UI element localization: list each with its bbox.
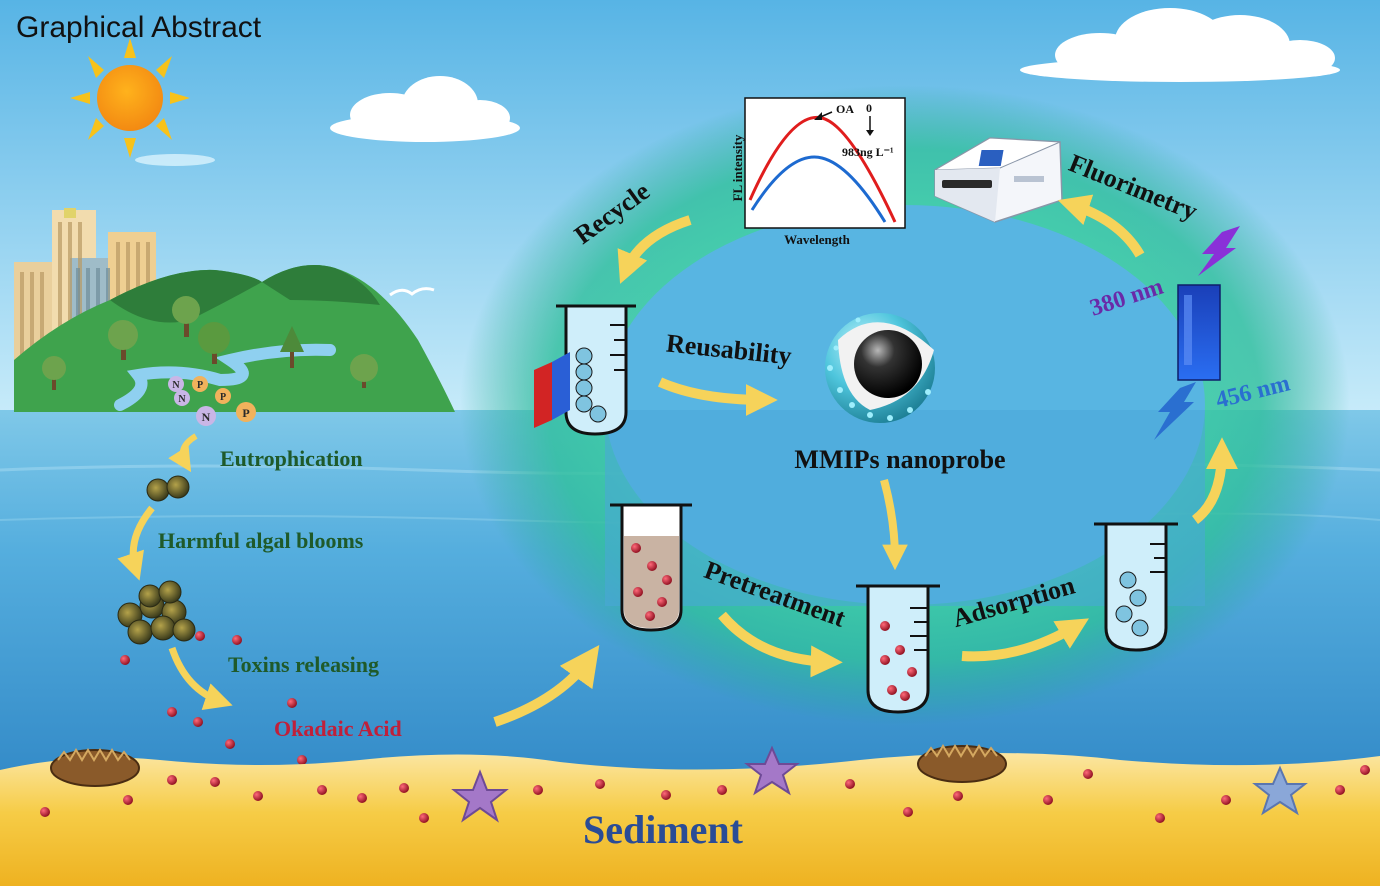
cycle-arrow-adsorption (961, 618, 1089, 662)
concentration-low: 983ng L⁻¹ (842, 145, 894, 159)
seagull-icon (389, 287, 435, 297)
sediment-ground (0, 753, 1380, 886)
sediment-label: Sediment (583, 807, 744, 852)
tree-icon (350, 354, 378, 388)
flow-arrow (117, 505, 155, 581)
cloud (1020, 8, 1340, 82)
step-label-algal-blooms: Harmful algal blooms (158, 528, 364, 553)
test-tube-pretreatment (610, 503, 692, 632)
test-tube-adsorbed (1094, 522, 1178, 652)
spectrum-ylabel: FL intensity (730, 134, 745, 201)
nutrient-label: P (220, 392, 226, 403)
toxin-particles (40, 765, 1370, 823)
nutrient-balls: N P N P N P (168, 376, 256, 426)
test-tube-magnet (534, 304, 636, 436)
toxin-particles (120, 631, 307, 765)
fluorimeter-icon (934, 137, 1063, 223)
island (14, 265, 455, 412)
concentration-high: 0 (866, 101, 872, 115)
peak-label: OA (836, 102, 854, 116)
cycle-arrow-pretreatment (718, 611, 843, 678)
algae-icon (146, 475, 190, 502)
spectrum-plot: OA 0 983ng L⁻¹ FL intensity Wavelength (730, 97, 906, 247)
emission-lightning-icon (1154, 382, 1196, 440)
sea-cucumber-icon (50, 748, 140, 787)
cloud (135, 154, 215, 166)
starfish-icon (451, 769, 509, 823)
cycle-arrow-to-measure (1191, 437, 1238, 525)
starfish-icon (1252, 765, 1308, 816)
nutrient-label: N (202, 410, 211, 424)
cycle-arrow-to-adsorb (880, 478, 908, 571)
cycle-arrow-fluorimetry (1057, 194, 1145, 258)
nanoprobe-sphere-icon (825, 313, 935, 423)
step-label-toxins: Toxins releasing (228, 652, 379, 677)
step-label-eutrophication: Eutrophication (220, 446, 363, 471)
test-tube-mixture (856, 584, 940, 714)
cuvette-icon (1177, 284, 1221, 381)
center-label-nanoprobe: MMIPs nanoprobe (794, 445, 1005, 474)
tree-icon (108, 320, 138, 360)
nutrient-label: N (178, 394, 186, 405)
step-label-okadaic-acid: Okadaic Acid (274, 716, 402, 741)
sun-icon (70, 38, 190, 158)
excitation-lightning-icon (1198, 226, 1240, 276)
cloud (330, 76, 520, 142)
algae-bloom-icon (117, 580, 196, 645)
tree-icon (198, 322, 230, 364)
sea-cucumber-icon (917, 744, 1007, 783)
flow-arrow (493, 644, 600, 727)
nutrient-label: N (172, 380, 180, 391)
starfish-icon (744, 745, 800, 796)
nutrient-label: P (242, 406, 249, 420)
page-title: Graphical Abstract (16, 11, 262, 44)
spectrum-curve-low (750, 155, 887, 223)
spectrum-xlabel: Wavelength (784, 232, 850, 247)
tree-icon (172, 296, 200, 337)
cycle-arrow-recycle (617, 215, 692, 284)
flow-arrow (168, 646, 233, 710)
flow-arrow (168, 433, 198, 473)
cycle-arrow-reusability (657, 377, 778, 416)
tree-icon (280, 326, 304, 368)
nutrient-label: P (197, 380, 203, 391)
tree-icon (42, 356, 66, 390)
